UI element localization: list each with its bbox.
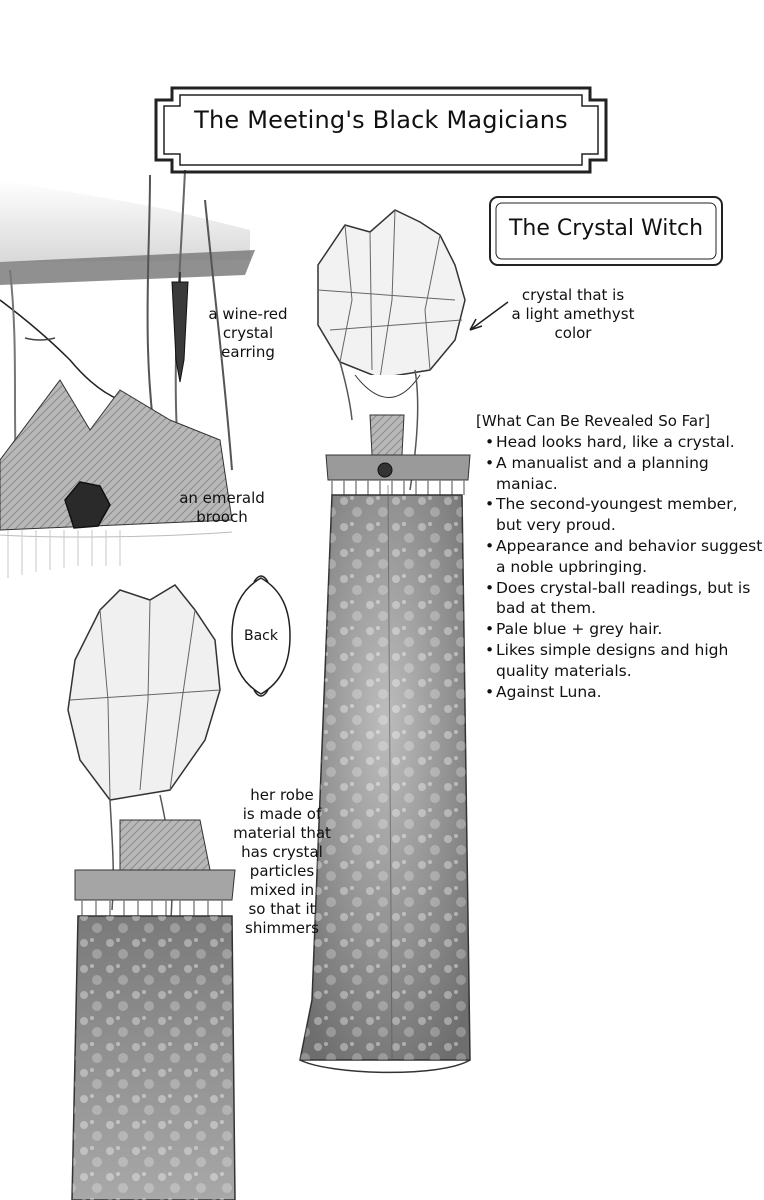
list-item: •Against Luna.: [485, 682, 602, 701]
portrait-closeup: [0, 169, 255, 578]
back-label: Back: [244, 628, 278, 644]
note-robe: her robe is made of material that has cr…: [233, 786, 331, 937]
list-item: •Appearance and behavior suggest a noble…: [485, 536, 763, 576]
list-item: •Likes simple designs and high quality m…: [485, 640, 729, 680]
back-frame: [231, 575, 291, 697]
revealed-heading: [What Can Be Revealed So Far]: [476, 412, 711, 430]
figure-front: [299, 209, 471, 1074]
title-frame: [154, 86, 608, 174]
list-item: •Does crystal-ball readings, but is bad …: [485, 578, 751, 618]
list-item: •Head looks hard, like a crystal.: [485, 433, 735, 451]
list-item: •A manualist and a planning maniac.: [485, 453, 709, 493]
note-brooch: an emerald brooch: [179, 489, 265, 526]
figure-back: [67, 584, 236, 1200]
note-earring: a wine-red crystal earring: [208, 305, 288, 361]
arrow-icon: [469, 301, 509, 331]
list-item: •The second-youngest member, but very pr…: [485, 495, 738, 535]
page-title: The Meeting's Black Magicians: [194, 106, 568, 134]
list-item: •Pale blue + grey hair.: [485, 620, 663, 639]
revealed-list: •Head looks hard, like a crystal. •A man…: [482, 432, 764, 702]
subtitle-frame: [489, 196, 723, 266]
subtitle: The Crystal Witch: [508, 216, 704, 241]
note-crystal-color: crystal that is a light amethyst color: [511, 286, 635, 342]
